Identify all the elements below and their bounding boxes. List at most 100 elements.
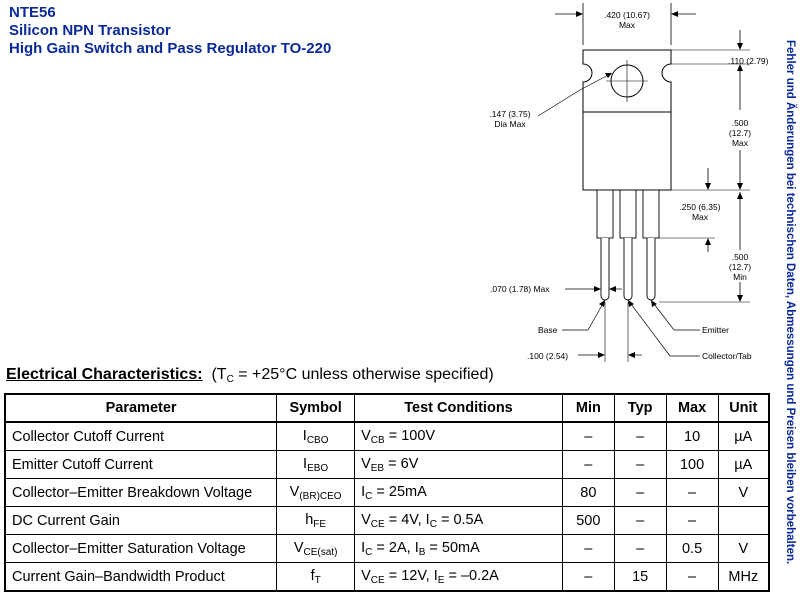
dim-width-label: .420 (10.67) [604,10,650,20]
col-header-unit: Unit [717,393,770,423]
cond-a-val: = 2A, [372,539,415,556]
cond-a-sub: EB [370,462,385,474]
electrical-characteristics-table: Parameter Symbol Test Conditions Min Typ… [4,393,770,592]
col-header-typ: Typ [613,393,667,423]
cond-b-sub: C [429,518,437,530]
cell-typ: – [613,450,667,479]
cell-typ: – [613,534,667,563]
col-header-test-conditions: Test Conditions [354,393,563,423]
cell-unit [717,506,770,535]
dim-body-mm-label: (12.7) [729,128,751,138]
cell-parameter: Current Gain–Bandwidth Product [4,562,278,592]
symbol-sub: FE [313,518,327,530]
disclaimer-vertical: Fehler und Änderungen bei technischen Da… [782,40,798,596]
cell-parameter: Emitter Cutoff Current [4,450,278,479]
symbol-main: I [303,455,308,472]
to220-package-drawing: .420 (10.67) Max .110 (2.79) .500 (12.7)… [470,0,780,366]
cell-parameter: DC Current Gain [4,506,278,535]
cell-unit: MHz [717,562,770,592]
dim-lead-label: .500 [732,252,749,262]
cond-b-val: = –0.2A [444,567,499,584]
symbol-sub: CBO [306,434,329,446]
symbol-main: h [305,511,314,528]
cond-a: V [361,455,371,472]
cell-symbol: hFE [276,506,356,535]
cond-b-val: = 0.5A [436,511,484,528]
part-type: Silicon NPN Transistor [9,22,171,39]
cond-a-val: = 12V, [384,567,434,584]
cell-test-conditions: IC = 25mA [354,478,563,507]
section-condition: (TC = +25°C unless otherwise specified) [211,366,494,385]
cell-max: – [665,478,719,507]
table-header-row: Parameter Symbol Test Conditions Min Typ… [4,393,770,423]
label-collector: Collector/Tab [702,351,752,361]
cond-b-sub: B [418,546,426,558]
cell-max: 0.5 [665,534,719,563]
dim-pitch-label: .100 (2.54) [527,351,568,361]
dim-shoulder-label: .250 (6.35) [679,202,720,212]
symbol-sub: CE(sat) [303,546,338,558]
cond-b: I [425,511,430,528]
cell-typ: – [613,506,667,535]
cell-symbol: VCE(sat) [276,534,356,563]
symbol-sub: EBO [307,462,329,474]
cell-unit: V [717,534,770,563]
symbol-main: I [302,427,307,444]
cond-b-val: = 50mA [425,539,480,556]
cell-test-conditions: VEB = 6V [354,450,563,479]
dim-tab-label: .110 (2.79) [728,56,769,66]
dim-shoulder-max-label: Max [692,212,709,222]
cell-test-conditions: VCB = 100V [354,421,563,451]
cond-b-sub: E [437,574,445,586]
col-header-symbol: Symbol [276,393,356,423]
cond-a-sub: C [365,546,373,558]
cond-a-sub: CB [370,434,385,446]
cell-unit: µA [717,450,770,479]
cond-a-sub: CE [370,518,385,530]
cond-a-sub: C [365,490,373,502]
disclaimer-text: Fehler und Änderungen bei technischen Da… [784,40,796,565]
cell-parameter: Collector–Emitter Saturation Voltage [4,534,278,563]
cell-typ: 15 [613,562,667,592]
cond-b: I [433,567,438,584]
cell-min: 500 [561,506,615,535]
cond-a-val: = 100V [384,427,436,444]
cell-min: – [561,562,615,592]
col-header-parameter: Parameter [4,393,278,423]
cell-max: – [665,506,719,535]
cell-min: – [561,450,615,479]
section-heading: Electrical Characteristics: (TC = +25°C … [6,366,494,385]
dim-hole-label: .147 (3.75) [489,109,530,119]
cell-symbol: V(BR)CEO [276,478,356,507]
label-base: Base [538,325,558,335]
cond-a: V [361,511,371,528]
cell-unit: V [717,478,770,507]
cell-parameter: Collector–Emitter Breakdown Voltage [4,478,278,507]
dim-body-max-label: Max [732,138,749,148]
cell-symbol: ICBO [276,421,356,451]
cell-unit: µA [717,421,770,451]
col-header-max: Max [665,393,719,423]
cell-max: – [665,562,719,592]
cell-parameter: Collector Cutoff Current [4,421,278,451]
cell-max: 10 [665,421,719,451]
cond-a: I [361,483,366,500]
cond-a-val: = 4V, [384,511,426,528]
dim-lead-min-label: Min [733,272,747,282]
dim-lead-mm-label: (12.7) [729,262,751,272]
datasheet-title-block: NTE56 Silicon NPN Transistor High Gain S… [9,4,469,58]
cell-min: – [561,534,615,563]
cond-a: V [361,427,371,444]
part-number: NTE56 [9,4,56,21]
label-emitter: Emitter [702,325,729,335]
cond-a: V [361,567,371,584]
cell-symbol: fT [276,562,356,592]
cond-a: I [361,539,366,556]
cell-test-conditions: VCE = 12V, IE = –0.2A [354,562,563,592]
